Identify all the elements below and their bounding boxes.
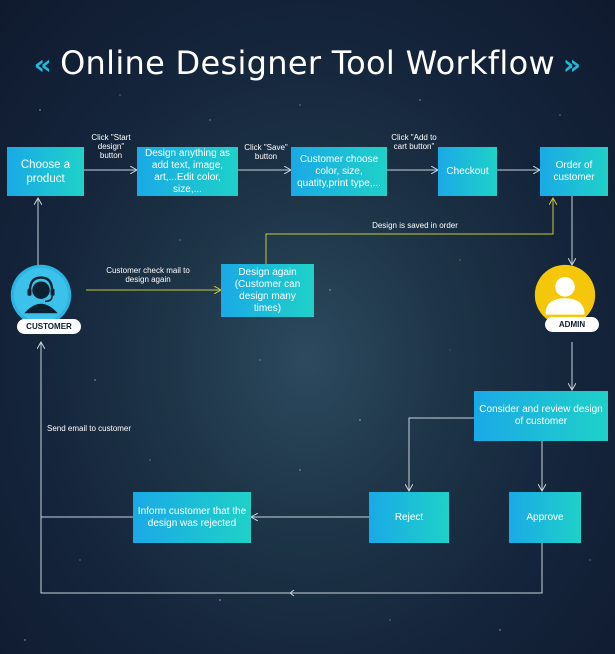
label-click-add: Click "Add to cart button" — [391, 133, 437, 151]
double-chevron-right-icon: » — [562, 48, 582, 81]
double-chevron-left-icon: « — [33, 48, 53, 81]
node-inform: Inform customer that the design was reje… — [133, 492, 251, 543]
label-click-start: Click "Start design" button — [91, 133, 131, 160]
page-title: «Online Designer Tool Workflow» — [0, 44, 615, 82]
label-send-email: Send email to customer — [47, 424, 132, 433]
node-reject: Reject — [369, 492, 449, 543]
title-text: Online Designer Tool Workflow — [60, 44, 555, 82]
node-consider: Consider and review design of customer — [474, 391, 608, 441]
node-approve: Approve — [509, 492, 581, 543]
label-check-mail: Customer check mail to design again — [106, 266, 190, 284]
customer-label: CUSTOMER — [17, 319, 81, 334]
arrow-approve-to-customer — [41, 342, 543, 594]
arrow-consider-to-reject — [409, 417, 474, 491]
admin-user-icon — [534, 264, 596, 326]
node-order: Order of customer — [540, 147, 608, 196]
node-customer-choose: Customer choose color, size, quatity,pri… — [291, 147, 387, 196]
label-saved-in-order: Design is saved in order — [372, 221, 458, 230]
node-checkout: Checkout — [438, 147, 497, 196]
node-design-again: Design again (Customer can design many t… — [221, 264, 314, 317]
arrow-design-again-to-order — [265, 198, 553, 264]
node-choose-product: Choose a product — [7, 147, 84, 196]
admin-label: ADMIN — [545, 317, 599, 332]
node-design: Design anything as add text, image, art,… — [137, 147, 238, 196]
customer-headset-icon — [10, 264, 72, 326]
label-click-save: Click "Save" button — [244, 143, 288, 161]
return-arrow-icon — [289, 589, 295, 597]
